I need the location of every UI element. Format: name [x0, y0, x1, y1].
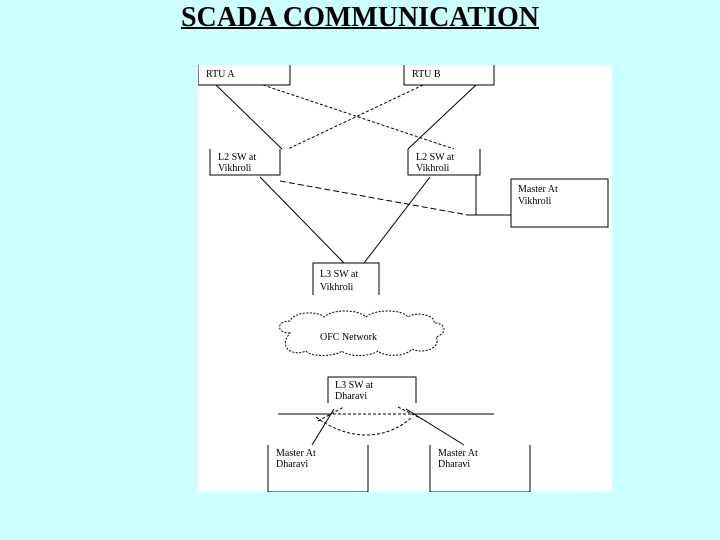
rtu-b-label: RTU B: [412, 69, 441, 80]
l2-switch-left-label-line2: Vikhroli: [218, 163, 252, 174]
l3-switch-dharavi-node: L3 SW at Dharavi: [327, 376, 417, 403]
rtu-a-node: RTU A: [198, 65, 291, 86]
master-vikhroli-label-line1: Master At: [518, 184, 558, 195]
master-vikhroli-label-line2: Vikhroli: [518, 196, 552, 207]
slide-title: SCADA COMMUNICATION: [0, 0, 720, 36]
ofc-network-cloud: OFC Network: [279, 310, 445, 356]
l2-switch-right-label-line1: L2 SW at: [416, 152, 454, 163]
master-dharavi-right-label-line2: Dharavi: [438, 459, 470, 470]
master-dharavi-left-label-line1: Master At: [276, 448, 316, 459]
network-diagram: RTU A RTU B L2 SW at Vikhroli L2 SW at V…: [198, 65, 612, 492]
l2-switch-right-node: L2 SW at Vikhroli: [407, 149, 481, 176]
l2-master-links: [279, 175, 511, 216]
network-diagram-canvas: RTU A RTU B L2 SW at Vikhroli L2 SW at V…: [198, 65, 609, 492]
l3-switch-vikhroli-node: L3 SW at Vikhroli: [312, 262, 380, 295]
ofc-network-label: OFC Network: [320, 332, 377, 343]
l3-switch-dharavi-label-line1: L3 SW at: [335, 380, 373, 391]
l3-switch-vikhroli-label-line2: Vikhroli: [320, 282, 354, 293]
rtu-b-node: RTU B: [403, 65, 495, 86]
l2-switch-left-node: L2 SW at Vikhroli: [209, 149, 281, 176]
l2-switch-left-label-line1: L2 SW at: [218, 152, 256, 163]
rtu-l2-links: [215, 84, 477, 150]
rtu-a-label: RTU A: [206, 69, 235, 80]
dharavi-links: [278, 406, 494, 446]
l2-l3-links: [259, 176, 431, 264]
master-dharavi-left-label-line2: Dharavi: [276, 459, 308, 470]
slide-title-text: SCADA COMMUNICATION: [180, 2, 540, 33]
l3-switch-vikhroli-label-line1: L3 SW at: [320, 269, 358, 280]
master-vikhroli-node: Master At Vikhroli: [510, 178, 609, 228]
master-dharavi-right-label-line1: Master At: [438, 448, 478, 459]
l3-switch-dharavi-label-line2: Dharavi: [335, 391, 367, 402]
l2-switch-right-label-line2: Vikhroli: [416, 163, 450, 174]
master-dharavi-right-node: Master At Dharavi: [429, 445, 531, 492]
master-dharavi-left-node: Master At Dharavi: [267, 445, 369, 492]
